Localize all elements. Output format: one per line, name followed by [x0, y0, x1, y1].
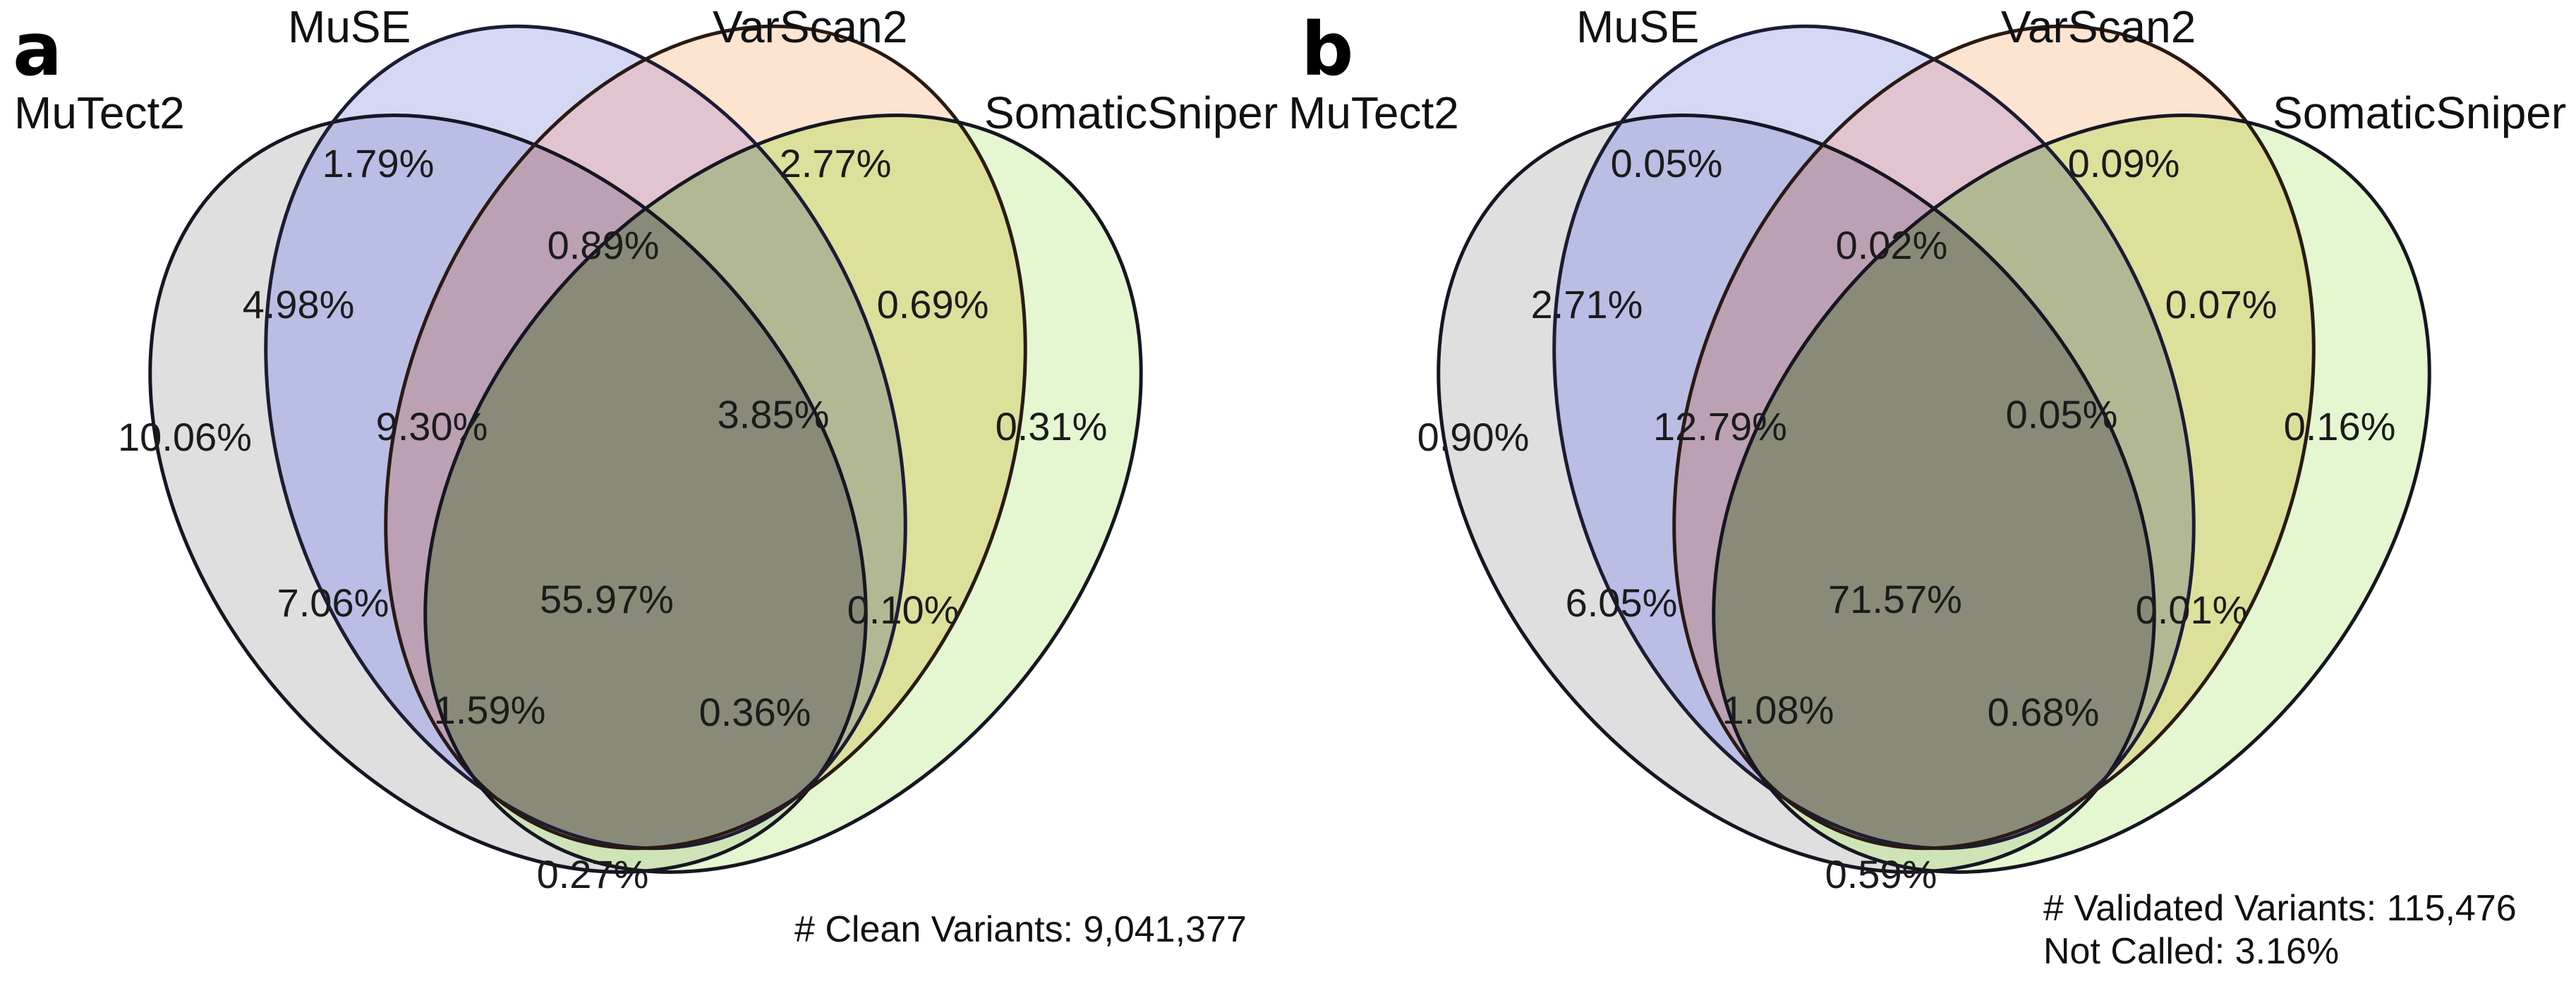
panel-letter-a: a — [13, 6, 63, 92]
set-label-somaticsniper-b: SomaticSniper — [2273, 87, 2567, 138]
caption-line-b-2: Not Called: 3.16% — [2043, 931, 2340, 973]
region-value-varscan2-somaticsniper-b: 0.07% — [2165, 282, 2278, 327]
region-value-muse-varscan2-somaticsniper-b: 0.05% — [2005, 392, 2118, 437]
region-value-mutect2-muse-a: 4.98% — [242, 282, 355, 327]
venn-diagram-a — [148, 24, 1143, 874]
caption-line-b-1: # Validated Variants: 115,476 — [2043, 888, 2517, 929]
region-value-mutect2-somaticsniper-a: 0.27% — [536, 852, 649, 896]
caption-b: # Validated Variants: 115,476 Not Called… — [2043, 887, 2517, 974]
set-ellipse-somaticsniper — [425, 115, 1142, 872]
caption-a: # Clean Variants: 9,041,377 — [794, 908, 1247, 951]
region-value-mutect2-varscan2-somaticsniper-a: 1.59% — [433, 688, 546, 732]
region-value-muse-somaticsniper-a: 0.10% — [847, 588, 960, 632]
venn-diagram-b — [1437, 24, 2431, 874]
region-value-varscan2-a: 2.77% — [779, 141, 892, 185]
region-value-mutect2-varscan2-b: 6.05% — [1565, 580, 1678, 625]
region-value-muse-varscan2-somaticsniper-a: 3.85% — [717, 392, 830, 437]
region-value-muse-a: 1.79% — [322, 141, 435, 185]
region-value-varscan2-somaticsniper-a: 0.69% — [876, 282, 989, 327]
region-value-mutect2-varscan2-somaticsniper-b: 1.08% — [1722, 688, 1834, 732]
region-value-somaticsniper-a: 0.31% — [995, 404, 1108, 449]
region-value-all-four-b: 71.57% — [1828, 577, 1962, 621]
set-label-muse-b: MuSE — [1576, 1, 1700, 52]
region-value-mutect2-a: 10.06% — [118, 415, 252, 459]
set-ellipse-somaticsniper — [1713, 115, 2430, 872]
set-label-varscan2-a: VarScan2 — [713, 1, 908, 52]
set-label-mutect2-b: MuTect2 — [1288, 87, 1459, 138]
region-value-all-four-a: 55.97% — [540, 577, 674, 621]
region-value-somaticsniper-b: 0.16% — [2283, 404, 2396, 449]
set-label-somaticsniper-a: SomaticSniper — [984, 87, 1278, 138]
panel-letter-b: b — [1301, 6, 1354, 92]
region-value-mutect2-muse-varscan2-a: 9.30% — [375, 404, 488, 449]
panel-a: a — [13, 1, 1278, 951]
region-value-muse-b: 0.05% — [1610, 141, 1723, 185]
region-value-mutect2-varscan2-a: 7.06% — [277, 580, 389, 625]
region-value-mutect2-somaticsniper-b: 0.59% — [1825, 852, 1937, 896]
region-value-mutect2-b: 0.90% — [1417, 415, 1530, 459]
region-value-mutect2-muse-somaticsniper-b: 0.68% — [1987, 690, 2100, 734]
region-value-mutect2-muse-b: 2.71% — [1530, 282, 1643, 327]
panel-b: b — [1288, 0, 2576, 986]
region-value-muse-varscan2-a: 0.89% — [547, 223, 660, 267]
set-label-muse-a: MuSE — [288, 1, 411, 52]
region-value-muse-varscan2-b: 0.02% — [1835, 223, 1948, 267]
region-value-mutect2-muse-varscan2-b: 12.79% — [1653, 404, 1787, 449]
caption-line-a-1: # Clean Variants: 9,041,377 — [794, 909, 1247, 950]
region-value-muse-somaticsniper-b: 0.01% — [2135, 588, 2248, 632]
set-label-varscan2-b: VarScan2 — [2001, 1, 2196, 52]
set-label-mutect2-a: MuTect2 — [14, 87, 185, 138]
region-value-varscan2-b: 0.09% — [2067, 141, 2180, 185]
region-value-mutect2-muse-somaticsniper-a: 0.36% — [699, 690, 811, 734]
